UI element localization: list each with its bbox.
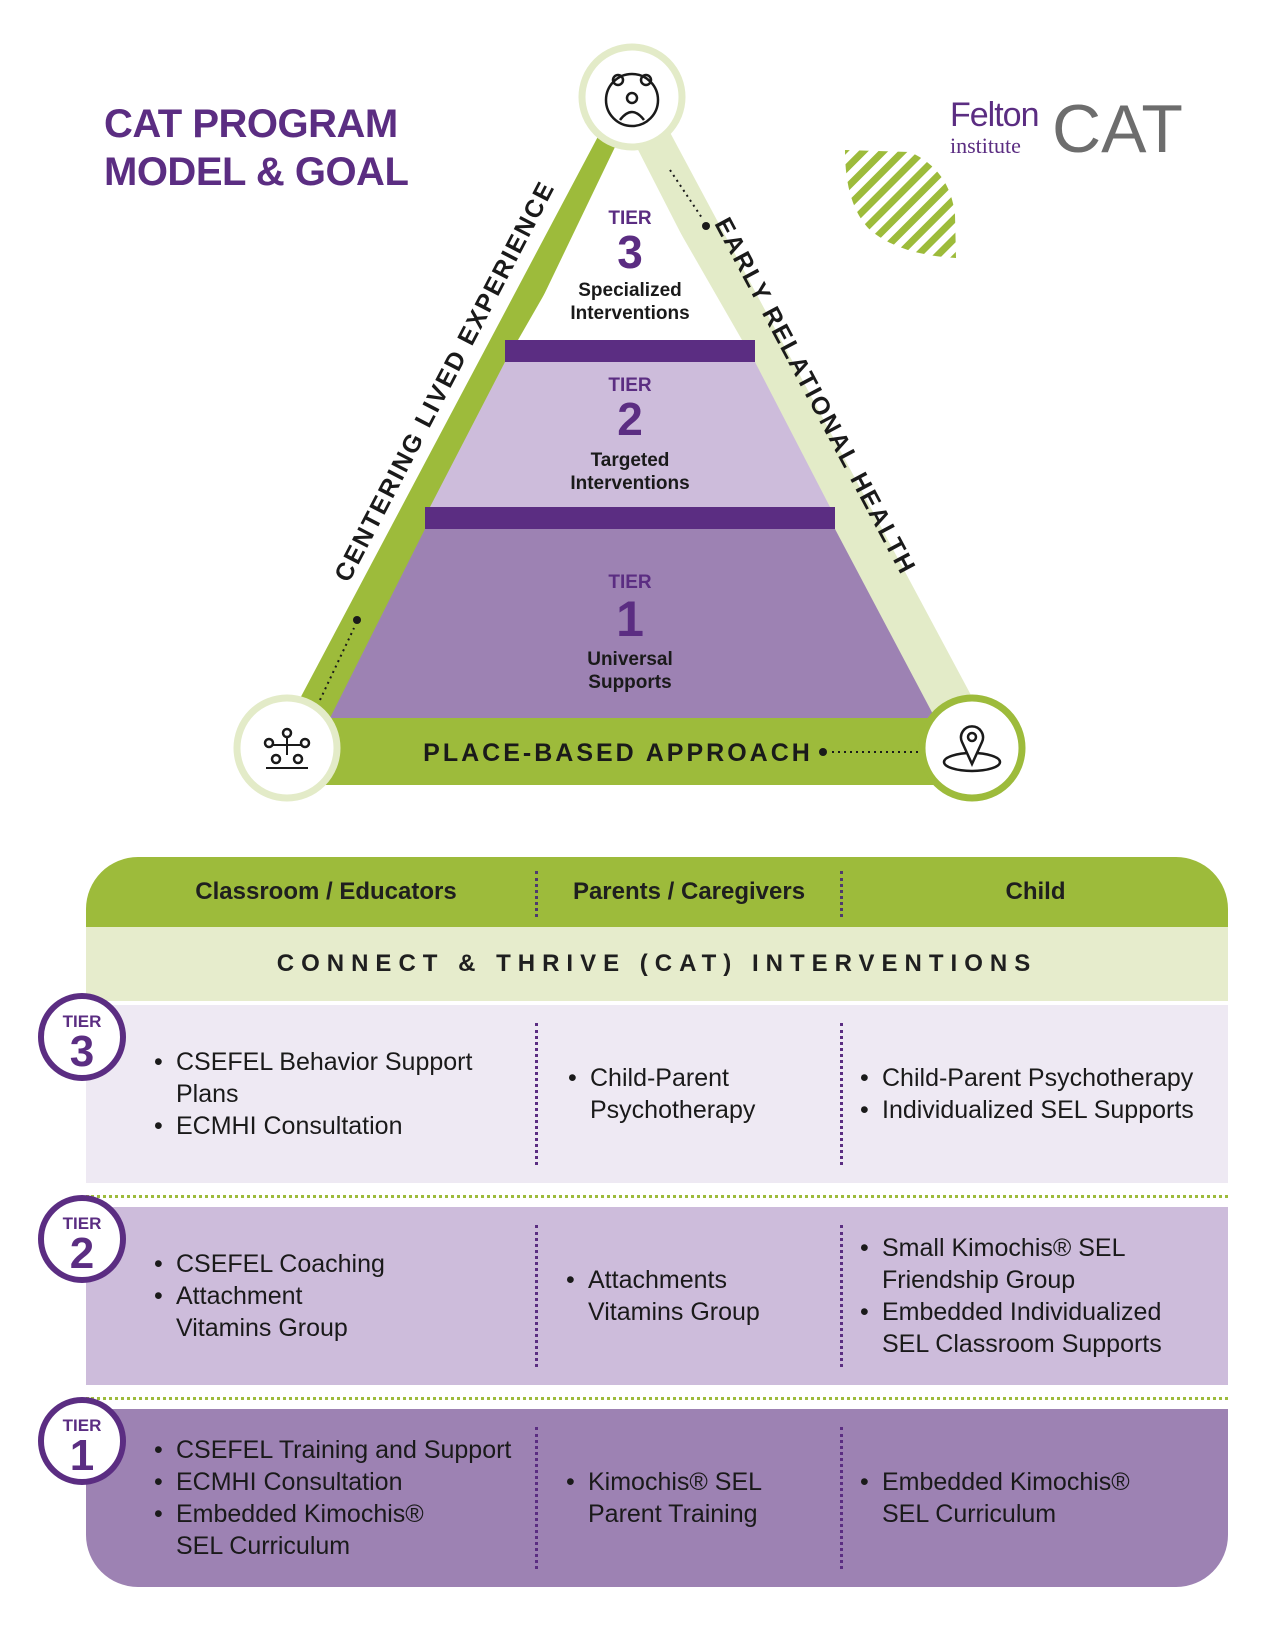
pyr-tier1-line2: Supports (588, 672, 671, 693)
tier3-badge-label: TIER (62, 1012, 102, 1031)
header-parents: Parents / Caregivers (572, 878, 806, 905)
base-dot (819, 748, 827, 756)
tier2-badge-number: 2 (69, 1229, 95, 1278)
title-line-1: CAT PROGRAM (104, 102, 398, 146)
list-item: Individualized SEL Supports (858, 1094, 1194, 1126)
right-dot (702, 222, 710, 230)
list-item: CSEFEL Training and Support (152, 1434, 511, 1466)
tier3-divider (505, 340, 755, 362)
title-line-2: MODEL & GOAL (104, 150, 409, 194)
table-header: Classroom / Educators Parents / Caregive… (86, 857, 1228, 927)
pyramid-diagram: TIER 3 Specialized Interventions TIER 2 … (233, 43, 1026, 802)
pyr-tier3-line2: Interventions (570, 303, 689, 324)
tier3-child-cell: Child-Parent Psychotherapy Individualize… (858, 1005, 1223, 1183)
list-item: Small Kimochis® SEL Friendship Group (858, 1232, 1188, 1296)
pyr-tier1-line1: Universal (587, 649, 673, 670)
tier3-area (518, 145, 742, 340)
tier1-area (330, 529, 935, 718)
list-item: Attachment Vitamins Group (152, 1280, 376, 1344)
pyr-tier1-number: 1 (616, 591, 644, 647)
header-classroom: Classroom / Educators (195, 878, 457, 905)
pyr-tier2-label: TIER (608, 375, 652, 396)
left-band (278, 95, 640, 740)
tier1-classroom-cell: CSEFEL Training and Support ECMHI Consul… (152, 1409, 534, 1587)
tier2-classroom-cell: CSEFEL Coaching Attachment Vitamins Grou… (152, 1207, 522, 1385)
striped-decoration (845, 150, 956, 258)
tier2-divider (425, 507, 835, 529)
base-label: PLACE-BASED APPROACH (423, 739, 813, 767)
row-divider (535, 1225, 538, 1367)
logo-felton-text: Felton (950, 96, 1039, 134)
tier1-badge: TIER 1 (38, 1397, 126, 1485)
tier3-parents-cell: Child-Parent Psychotherapy (566, 1005, 816, 1183)
row-divider (535, 1023, 538, 1165)
list-item: Kimochis® SEL Parent Training (564, 1466, 784, 1530)
tier1-badge-number: 1 (69, 1431, 95, 1480)
list-item: Embedded Kimochis® SEL Curriculum (152, 1498, 456, 1562)
table-row-tier2: CSEFEL Coaching Attachment Vitamins Grou… (86, 1207, 1228, 1385)
tier2-parents-cell: Attachments Vitamins Group (564, 1207, 794, 1385)
row-divider (535, 1427, 538, 1569)
pyr-tier1-label: TIER (608, 572, 652, 593)
band-title: CONNECT & THRIVE (CAT) INTERVENTIONS (276, 950, 1038, 977)
header-divider-1 (535, 871, 538, 917)
table-row-tier1: CSEFEL Training and Support ECMHI Consul… (86, 1409, 1228, 1587)
list-item: Embedded Kimochis® SEL Curriculum (858, 1466, 1148, 1530)
community-network-icon (233, 694, 341, 802)
logo-cat-text: CAT (1052, 91, 1183, 167)
pyr-tier2-line2: Interventions (570, 473, 689, 494)
row-separator (86, 1397, 1228, 1400)
tier2-badge: TIER 2 (38, 1195, 126, 1283)
family-circle-icon (578, 43, 686, 151)
tier3-badge-number: 3 (69, 1027, 95, 1076)
row-divider (840, 1225, 843, 1367)
tier3-classroom-cell: CSEFEL Behavior Support Plans ECMHI Cons… (152, 1005, 522, 1183)
tier1-parents-cell: Kimochis® SEL Parent Training (564, 1409, 784, 1587)
table-row-tier3: CSEFEL Behavior Support Plans ECMHI Cons… (86, 1005, 1228, 1183)
list-item: Child-Parent Psychotherapy (566, 1062, 816, 1126)
row-separator (86, 1195, 1228, 1198)
tier1-child-cell: Embedded Kimochis® SEL Curriculum (858, 1409, 1148, 1587)
pyr-tier2-number: 2 (617, 393, 643, 445)
pyr-tier2-line1: Targeted (591, 450, 670, 471)
tier2-badge-label: TIER (62, 1214, 102, 1233)
list-item: Attachments Vitamins Group (564, 1264, 794, 1328)
cat-interventions-band: CONNECT & THRIVE (CAT) INTERVENTIONS (86, 927, 1228, 1001)
header-divider-2 (840, 871, 843, 917)
list-item: Embedded Individualized SEL Classroom Su… (858, 1296, 1188, 1360)
header-child: Child (1005, 878, 1066, 905)
list-item: CSEFEL Behavior Support Plans (152, 1046, 522, 1110)
tier3-badge: TIER 3 (38, 993, 126, 1081)
tier2-child-cell: Small Kimochis® SEL Friendship Group Emb… (858, 1207, 1188, 1385)
page-title: CAT PROGRAM MODEL & GOAL (104, 100, 409, 196)
tier2-area (430, 362, 830, 507)
location-pin-icon (918, 694, 1026, 802)
list-item: CSEFEL Coaching (152, 1248, 385, 1280)
left-dot (353, 616, 361, 624)
logo-institute-text: institute (950, 133, 1021, 158)
list-item: Child-Parent Psychotherapy (858, 1062, 1194, 1094)
base-band (290, 718, 975, 785)
list-item: ECMHI Consultation (152, 1466, 511, 1498)
pyr-tier3-number: 3 (617, 226, 643, 278)
pyr-tier3-line1: Specialized (578, 280, 682, 301)
row-divider (840, 1023, 843, 1165)
right-band (610, 95, 995, 740)
tier1-badge-label: TIER (62, 1416, 102, 1435)
row-divider (840, 1427, 843, 1569)
pyr-tier3-label: TIER (608, 208, 652, 229)
right-dotted-line (669, 169, 703, 219)
left-dotted-line (319, 627, 355, 701)
list-item: ECMHI Consultation (152, 1110, 522, 1142)
